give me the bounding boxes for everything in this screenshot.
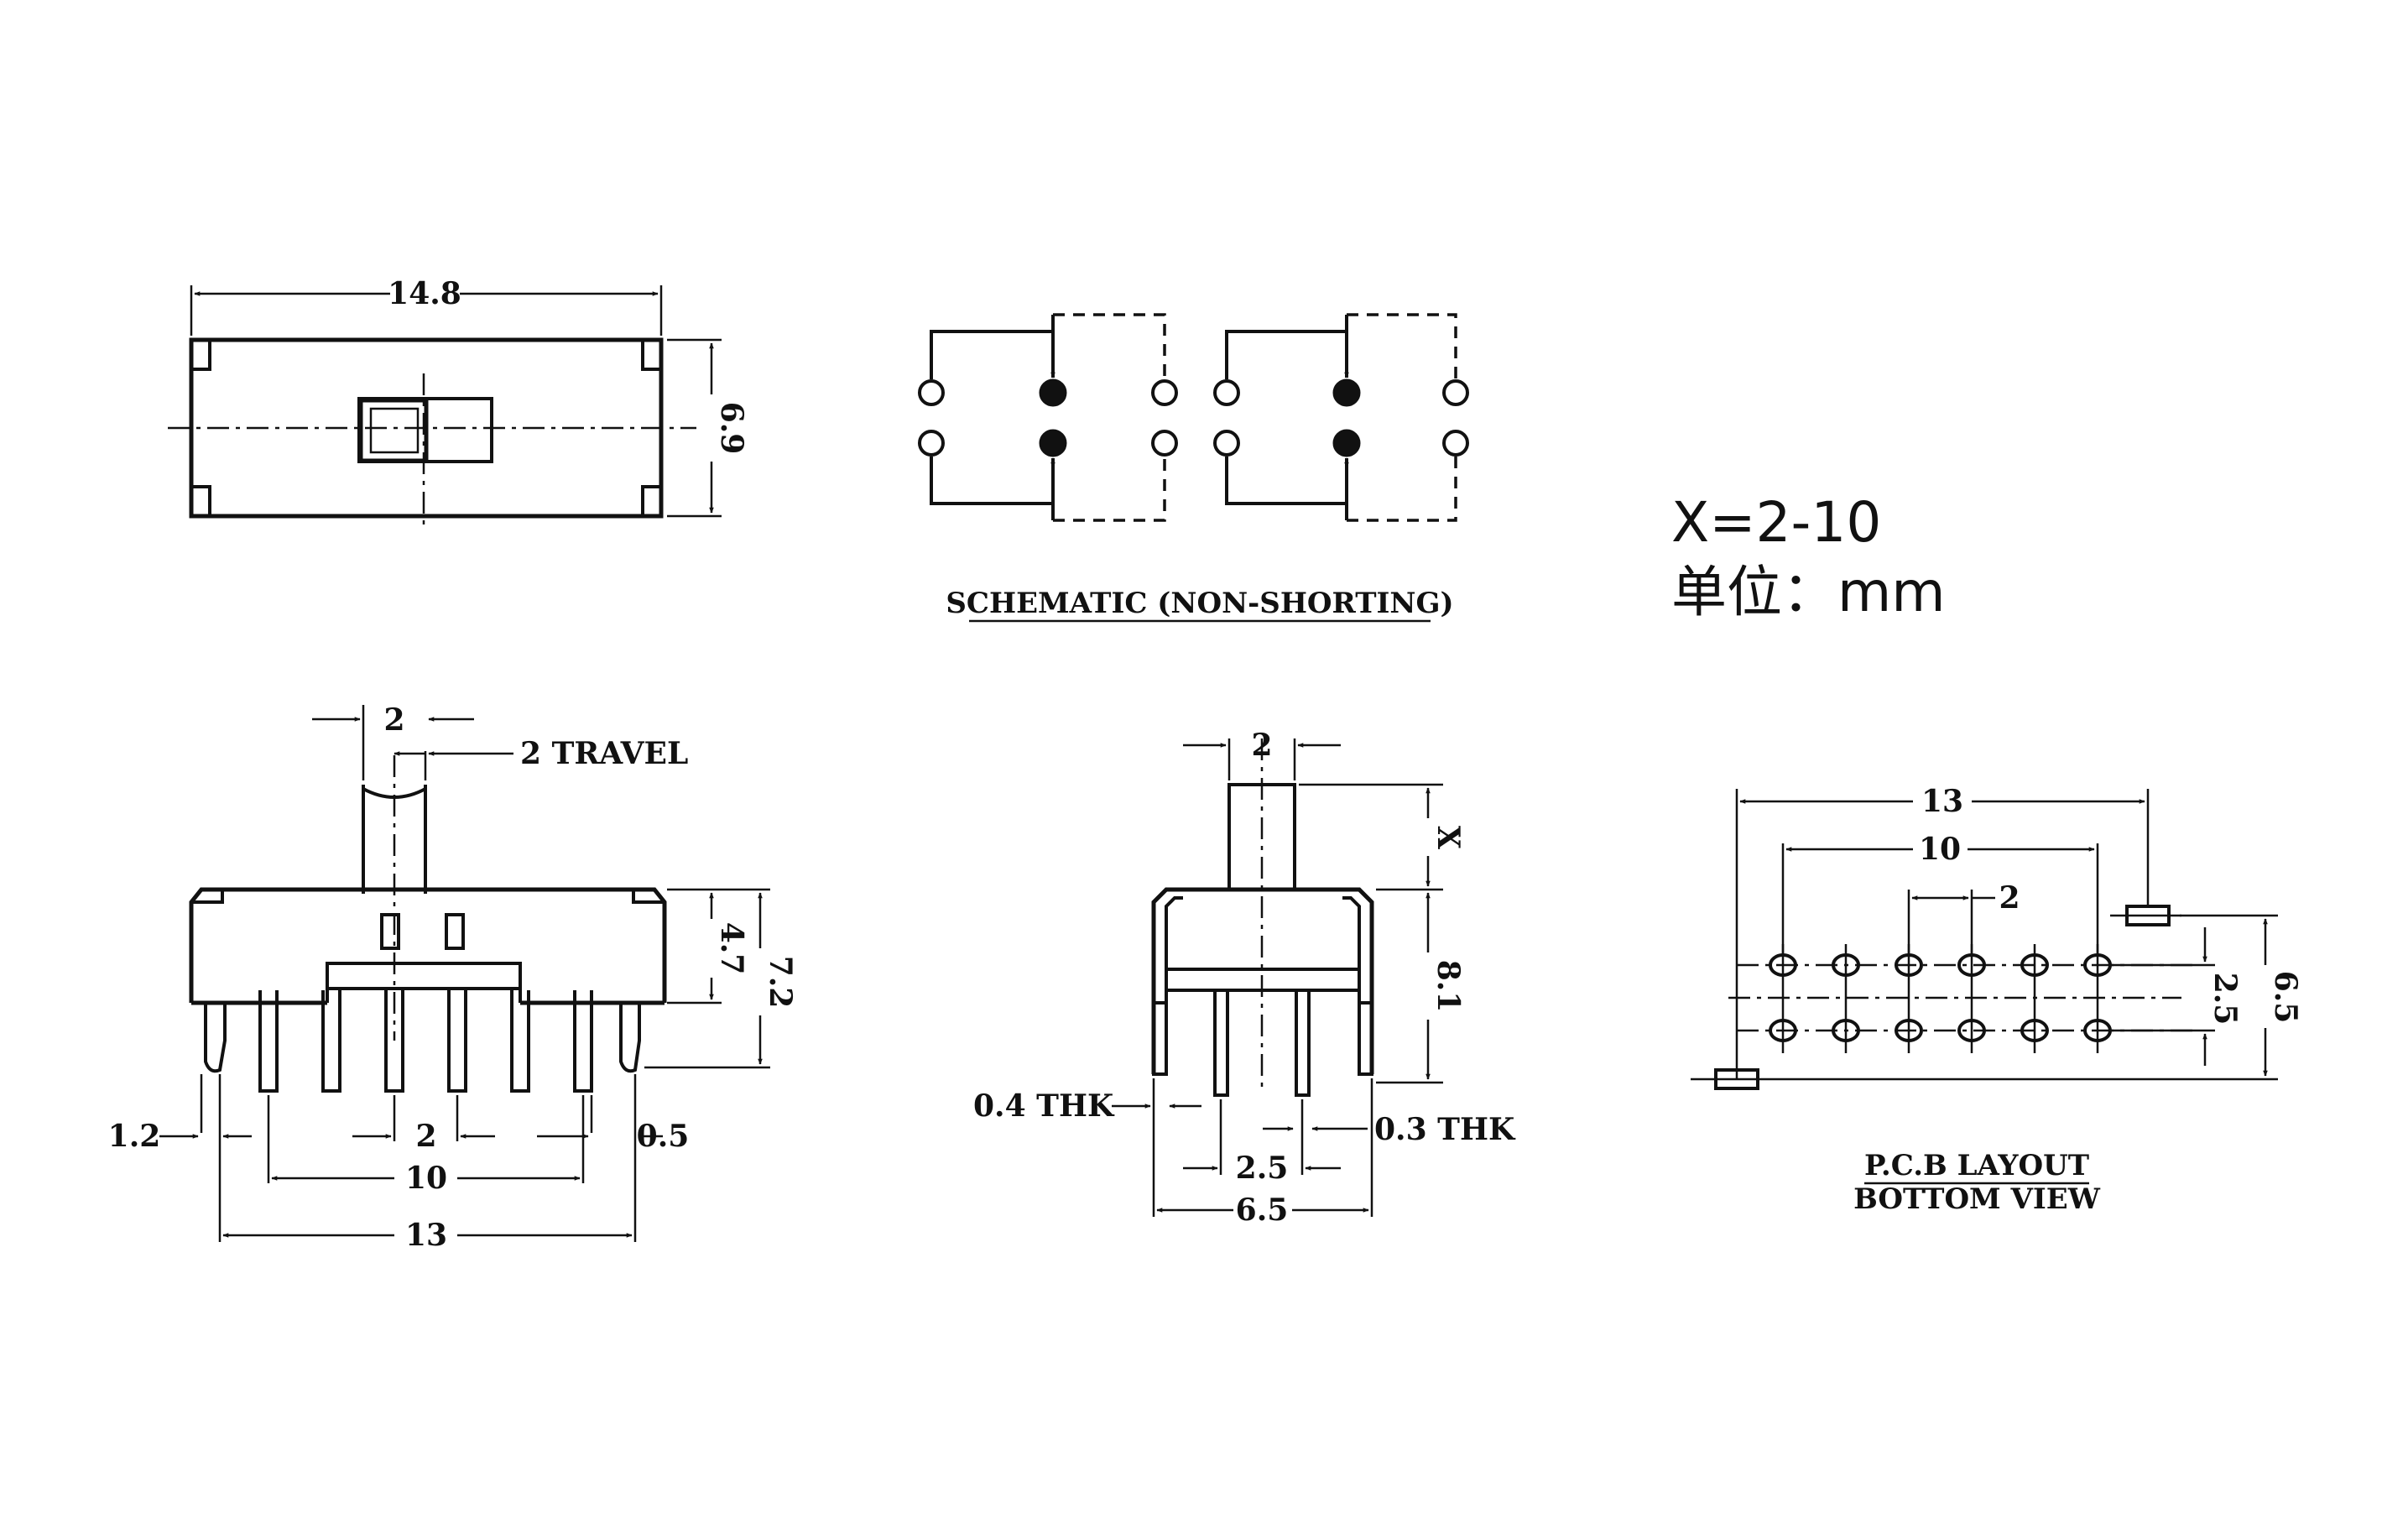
top-height-dim: 6.9: [714, 402, 749, 455]
x-range-note: X=2-10: [1671, 490, 1881, 555]
travel-label: 2 TRAVEL: [520, 736, 688, 771]
tab-thk-dim: 0.5: [637, 1119, 690, 1154]
pcb-span-dim: 13: [1921, 784, 1963, 819]
unit-note: 单位：mm: [1671, 560, 1946, 624]
pcb-subtitle: BOTTOM VIEW: [1853, 1182, 2101, 1216]
x-dim: X: [1431, 826, 1466, 849]
pin-span-dim: 10: [405, 1161, 447, 1196]
front-view: 2 2 TRAVEL 4.7 7.2 1.2 2 0.5 10: [108, 702, 798, 1253]
body-height-dim: 4.7: [714, 922, 749, 975]
act-width-dim: 2: [1251, 728, 1272, 763]
pin-pitch-dim: 2: [415, 1119, 436, 1154]
schematic: SCHEMATIC (NON-SHORTING): [918, 313, 1469, 623]
pcb-pitch-dim: 2: [1999, 880, 2020, 916]
side-height-dim: 8.1: [1431, 960, 1466, 1013]
top-view: 14.8 6.9: [168, 276, 749, 524]
top-width-dim: 14.8: [388, 276, 461, 311]
side-span-dim: 6.5: [1236, 1192, 1289, 1228]
pcb-row-dim: 2.5: [2207, 973, 2243, 1025]
pcb-pin-span-dim: 10: [1919, 832, 1961, 867]
row-pitch-dim: 2.5: [1236, 1151, 1289, 1186]
side-view: 2 X 8.1 0.4 THK 0.3 THK 2.5 6.5: [973, 728, 1516, 1228]
pcb-title: P.C.B LAYOUT: [1864, 1149, 2089, 1182]
pcb-layout: 13 10 2 2.5 6.5 P.C.B LAYOUT BOTTOM VIEW: [1691, 784, 2303, 1216]
travel-width-dim: 2: [383, 702, 404, 738]
schematic-title: SCHEMATIC (NON-SHORTING): [946, 587, 1453, 620]
pcb-height-dim: 6.5: [2268, 971, 2303, 1024]
pin-thk-dim: 0.3 THK: [1374, 1112, 1516, 1147]
body-span-dim: 13: [405, 1218, 447, 1253]
total-height-dim: 7.2: [763, 956, 798, 1009]
frame-thk-dim: 0.4 THK: [973, 1088, 1115, 1124]
pin-width-dim: 1.2: [108, 1119, 161, 1154]
